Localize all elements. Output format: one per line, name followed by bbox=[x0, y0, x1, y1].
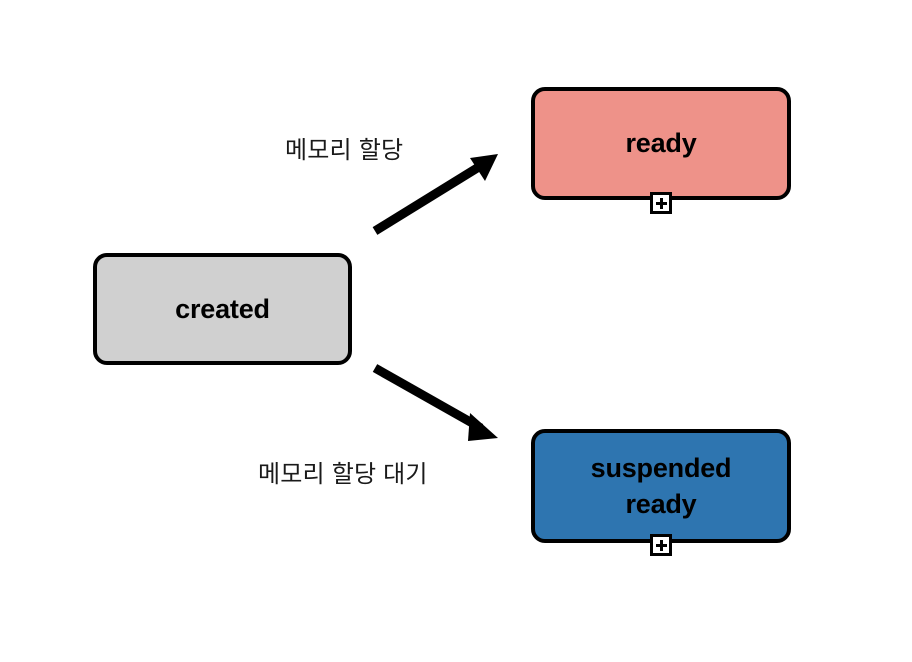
plus-icon[interactable] bbox=[650, 534, 672, 556]
plus-icon-vertical-bar bbox=[659, 539, 663, 551]
node-suspended-ready[interactable]: suspended ready bbox=[531, 429, 791, 543]
node-ready-label: ready bbox=[625, 128, 697, 159]
node-created-label: created bbox=[175, 293, 270, 324]
plus-icon-vertical-bar bbox=[659, 197, 663, 209]
edge-created-to-ready bbox=[372, 154, 498, 235]
edge-created-to-suspended-ready bbox=[372, 364, 498, 441]
arrowhead-created-to-ready bbox=[470, 154, 498, 181]
arrowhead-created-to-suspended-ready bbox=[468, 413, 498, 441]
edge-label-memory-allocation: 메모리 할당 bbox=[285, 137, 404, 164]
node-suspended-ready-label: suspended ready bbox=[590, 452, 732, 519]
node-created[interactable]: created bbox=[93, 253, 352, 365]
node-ready[interactable]: ready bbox=[531, 87, 791, 200]
plus-icon[interactable] bbox=[650, 192, 672, 214]
edge-line-created-to-suspended-ready bbox=[372, 364, 484, 432]
edge-label-memory-allocation-wait: 메모리 할당 대기 bbox=[258, 461, 428, 488]
edge-line-created-to-ready bbox=[372, 161, 485, 235]
